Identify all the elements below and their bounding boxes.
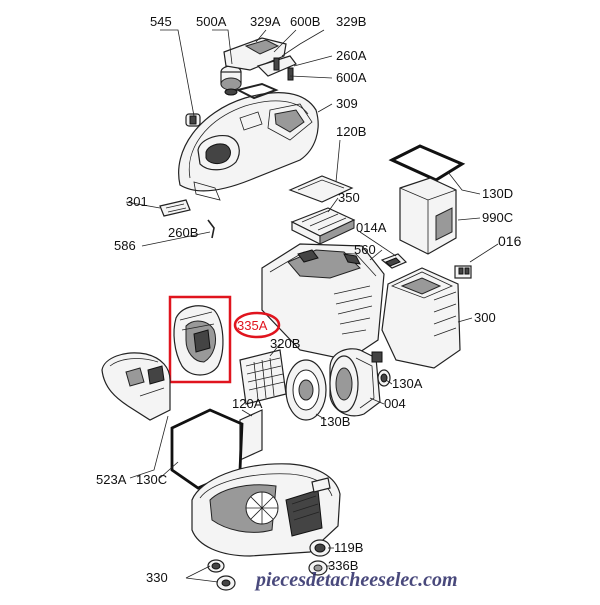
part-base-body — [191, 463, 341, 557]
label-560: 560 — [354, 242, 376, 257]
label-260A: 260A — [336, 48, 367, 63]
label-329A: 329A — [250, 14, 281, 29]
label-500A: 500A — [196, 14, 227, 29]
label-600B: 600B — [290, 14, 320, 29]
part-600-springs — [273, 57, 294, 81]
part-119B-wheel — [309, 539, 331, 557]
part-labels: 545 500A 329A 600B 329B 260A 600A 309 12… — [96, 14, 522, 585]
part-130A-damper — [377, 369, 391, 387]
label-335A: 335A — [237, 318, 268, 333]
part-014A-plug — [380, 253, 408, 269]
label-260B: 260B — [168, 225, 198, 240]
part-301-strip — [159, 199, 191, 217]
label-350: 350 — [338, 190, 360, 205]
part-586-clip — [207, 219, 215, 239]
label-130A: 130A — [392, 376, 423, 391]
leader-lines — [125, 29, 499, 583]
part-130D-frame — [388, 144, 466, 182]
label-990C: 990C — [482, 210, 513, 225]
part-336B-wheel — [308, 560, 328, 576]
highlight-circle-335A — [233, 311, 281, 339]
part-545-knob — [185, 113, 201, 127]
part-120A-filter — [239, 409, 263, 461]
part-500A-button — [220, 65, 242, 96]
top-cover-309 — [178, 92, 319, 201]
label-014A: 014A — [356, 220, 387, 235]
label-336B: 336B — [328, 558, 358, 573]
part-560-motor-housing — [261, 243, 385, 361]
label-300: 300 — [474, 310, 496, 325]
label-600A: 600A — [336, 70, 367, 85]
part-335A-cover — [173, 305, 224, 376]
label-320B: 320B — [270, 336, 300, 351]
label-329B: 329B — [336, 14, 366, 29]
part-130B-ring — [285, 359, 327, 421]
label-120A: 120A — [232, 396, 263, 411]
part-330-wheels — [207, 559, 236, 591]
label-004: 004 — [384, 396, 406, 411]
part-990C-box — [399, 177, 457, 255]
part-120B-filter — [288, 175, 354, 203]
label-130D: 130D — [482, 186, 513, 201]
label-330: 330 — [146, 570, 168, 585]
label-309: 309 — [336, 96, 358, 111]
part-004-motor — [329, 348, 383, 417]
label-301: 301 — [126, 194, 148, 209]
label-119B: 119B — [334, 540, 363, 555]
label-545: 545 — [150, 14, 172, 29]
part-260A-gasket — [235, 82, 279, 100]
label-586: 586 — [114, 238, 136, 253]
label-120B: 120B — [336, 124, 366, 139]
part-016-connector — [454, 265, 472, 279]
label-130C: 130C — [136, 472, 167, 487]
part-350-hepa-filter — [290, 207, 356, 245]
watermark-text: piecesdetacheeselec.com — [254, 569, 458, 591]
label-130B: 130B — [320, 414, 350, 429]
highlight-box-335A — [168, 295, 232, 384]
label-016: 016 — [498, 233, 522, 249]
label-523A: 523A — [96, 472, 127, 487]
part-523A-side-cover — [101, 352, 171, 421]
part-300-rear-housing — [381, 267, 461, 369]
